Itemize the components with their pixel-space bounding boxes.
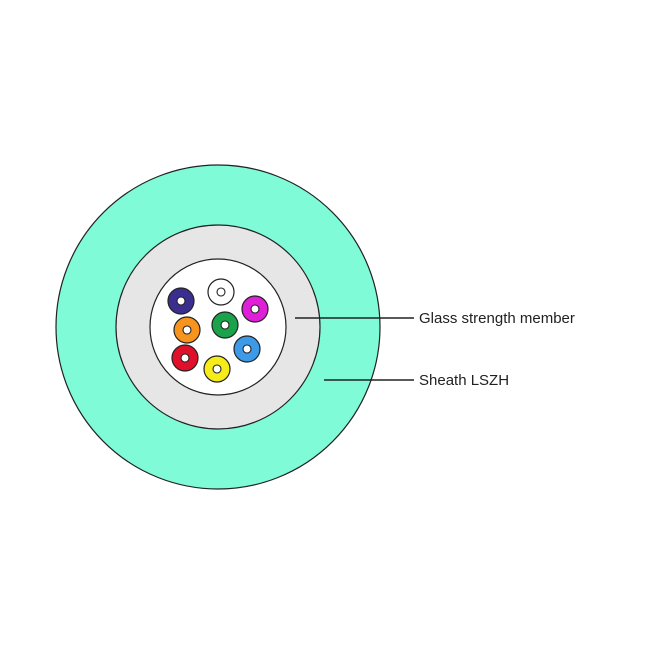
fiber-blue xyxy=(233,335,261,363)
fiber-green-core xyxy=(220,320,230,330)
sheath-label: Sheath LSZH xyxy=(419,372,509,389)
optical-fibers-group xyxy=(167,278,269,383)
fiber-dark-blue-core xyxy=(176,296,186,306)
fiber-yellow-core xyxy=(212,364,222,374)
fiber-dark-blue xyxy=(167,287,195,315)
fiber-red xyxy=(171,344,199,372)
fiber-magenta xyxy=(241,295,269,323)
fiber-yellow xyxy=(203,355,231,383)
fiber-white xyxy=(207,278,235,306)
fiber-white-core xyxy=(216,287,226,297)
strength-member-label: Glass strength member xyxy=(419,310,575,327)
fiber-red-core xyxy=(180,353,190,363)
fiber-magenta-core xyxy=(250,304,260,314)
fiber-blue-core xyxy=(242,344,252,354)
fiber-orange-core xyxy=(182,325,192,335)
fiber-green xyxy=(211,311,239,339)
fiber-orange xyxy=(173,316,201,344)
